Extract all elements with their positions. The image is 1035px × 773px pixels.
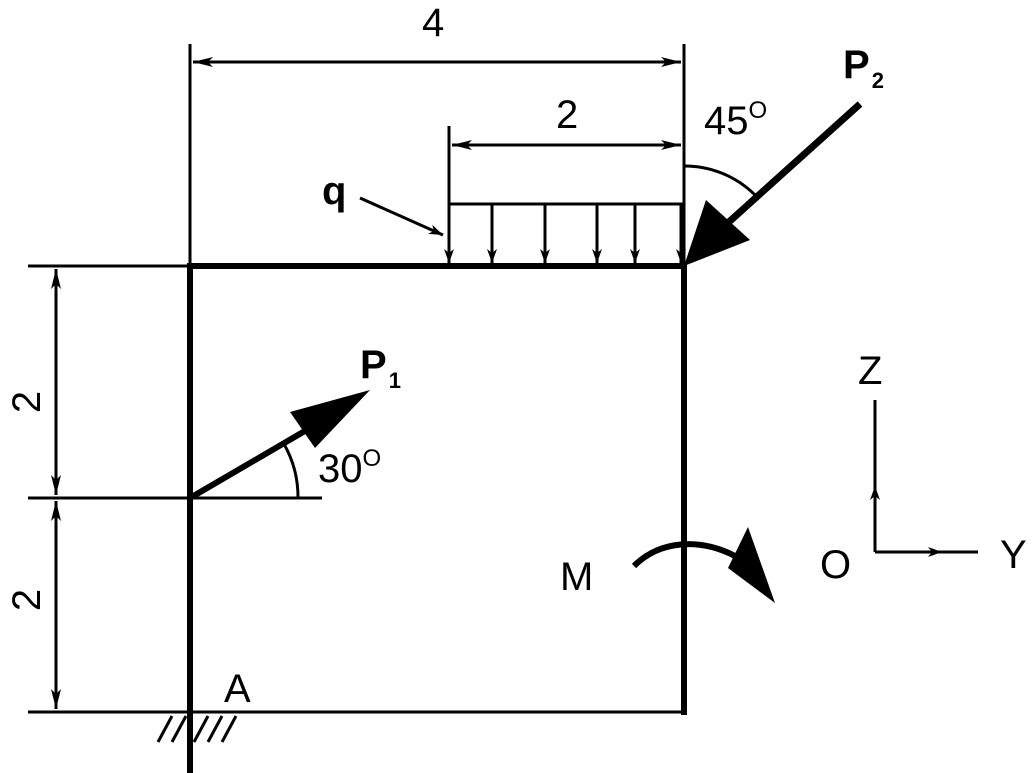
p2-angle-arc (683, 164, 757, 197)
p2-force (683, 101, 863, 266)
p2-label: P2 (843, 43, 884, 93)
moment-label: M (560, 555, 593, 599)
top-dimension (188, 44, 686, 266)
frame (187, 263, 687, 773)
q-label: q (322, 169, 346, 213)
load-dimension-label: 2 (556, 93, 578, 137)
p2-angle-label: 45O (704, 97, 767, 143)
left-lower-height-label: 2 (5, 589, 49, 611)
p2-arrowhead (684, 200, 750, 266)
z-axis-label: Z (858, 349, 882, 393)
p1-label: P1 (360, 343, 401, 393)
p1-arrowhead (290, 390, 370, 448)
distributed-load (359, 196, 686, 263)
moment-arc (631, 541, 737, 569)
y-axis-label: Y (1000, 533, 1027, 577)
support-label-a: A (224, 667, 251, 711)
coordinate-axes (870, 400, 978, 557)
q-leader (359, 196, 444, 237)
left-upper-height-label: 2 (5, 391, 49, 413)
fixed-support-hatch (156, 715, 238, 743)
load-dimension (447, 126, 681, 204)
p1-angle-label: 30O (318, 445, 381, 491)
top-dimension-label: 4 (422, 1, 444, 45)
p1-angle-arc (282, 443, 300, 499)
left-dimensions (28, 264, 322, 709)
moment-arrowhead (728, 527, 775, 603)
origin-label: O (820, 543, 851, 587)
p1-force (188, 390, 370, 501)
moment (631, 527, 775, 603)
